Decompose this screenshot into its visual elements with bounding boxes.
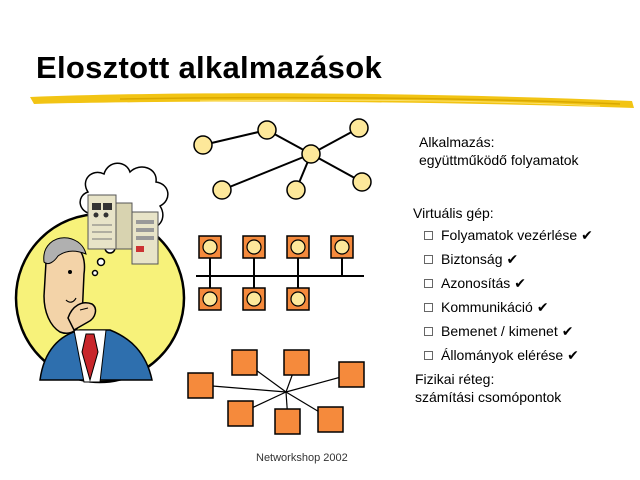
physical-layer-label: Fizikai réteg: számítási csomópontok xyxy=(415,370,561,406)
process-node xyxy=(193,135,213,155)
vm-slots xyxy=(198,235,354,311)
list-item: Bemenet / kimenet✔ xyxy=(424,322,593,346)
bullet-box-icon xyxy=(424,327,433,336)
list-item-label: Kommunikáció xyxy=(441,299,533,315)
compute-node xyxy=(283,349,310,376)
virtual-machine-heading: Virtuális gép: xyxy=(413,205,494,221)
vm-slot xyxy=(242,235,266,259)
list-item-label: Folyamatok vezérlése xyxy=(441,227,578,243)
vm-slot xyxy=(198,287,222,311)
list-item: Folyamatok vezérlése✔ xyxy=(424,226,593,250)
vm-slot xyxy=(198,235,222,259)
list-item-label: Bemenet / kimenet xyxy=(441,323,558,339)
vm-slot xyxy=(330,235,354,259)
checkmark-icon: ✔ xyxy=(567,347,579,363)
list-item: Kommunikáció✔ xyxy=(424,298,593,322)
title-underline xyxy=(30,93,634,108)
compute-node xyxy=(317,406,344,433)
checkmark-icon: ✔ xyxy=(514,275,526,291)
compute-node xyxy=(187,372,214,399)
vm-slot xyxy=(286,235,310,259)
physical-nodes xyxy=(187,349,365,435)
list-item-label: Állományok elérése xyxy=(441,347,564,363)
bullet-box-icon xyxy=(424,279,433,288)
bullet-box-icon xyxy=(424,255,433,264)
slide-footer: Networkshop 2002 xyxy=(256,452,348,464)
list-item: Állományok elérése✔ xyxy=(424,346,593,370)
virtual-machine-list: Folyamatok vezérlése✔ Biztonság✔ Azonosí… xyxy=(424,226,593,370)
vm-bus xyxy=(196,258,364,288)
computer-icon xyxy=(87,194,159,265)
process-nodes xyxy=(193,118,372,200)
application-label-line2: együttműködő folyamatok xyxy=(419,152,579,168)
process-graph xyxy=(202,127,363,191)
vm-slot xyxy=(286,287,310,311)
process-node xyxy=(349,118,369,138)
checkmark-icon: ✔ xyxy=(561,323,574,339)
vm-slot xyxy=(242,287,266,311)
bullet-box-icon xyxy=(424,231,433,240)
list-item: Azonosítás✔ xyxy=(424,274,593,298)
compute-node xyxy=(274,408,301,435)
physical-label-line1: Fizikai réteg: xyxy=(415,371,495,387)
process-node xyxy=(301,144,321,164)
list-item-label: Biztonság xyxy=(441,251,503,267)
bullet-box-icon xyxy=(424,303,433,312)
process-node xyxy=(352,172,372,192)
process-node xyxy=(212,180,232,200)
process-node xyxy=(286,180,306,200)
checkmark-icon: ✔ xyxy=(536,299,549,315)
compute-node xyxy=(227,400,254,427)
bullet-box-icon xyxy=(424,351,433,360)
list-item: Biztonság✔ xyxy=(424,250,593,274)
application-label-line1: Alkalmazás: xyxy=(419,134,495,150)
process-node xyxy=(257,120,277,140)
checkmark-icon: ✔ xyxy=(506,251,519,267)
compute-node xyxy=(231,349,258,376)
application-label: Alkalmazás: együttműködő folyamatok xyxy=(419,133,579,169)
checkmark-icon: ✔ xyxy=(581,227,593,243)
slide-title: Elosztott alkalmazások xyxy=(36,50,382,85)
list-item-label: Azonosítás xyxy=(441,275,511,291)
man-figure xyxy=(39,237,153,383)
physical-label-line2: számítási csomópontok xyxy=(415,389,562,405)
thinking-man-clipart xyxy=(14,162,186,384)
compute-node xyxy=(338,361,365,388)
